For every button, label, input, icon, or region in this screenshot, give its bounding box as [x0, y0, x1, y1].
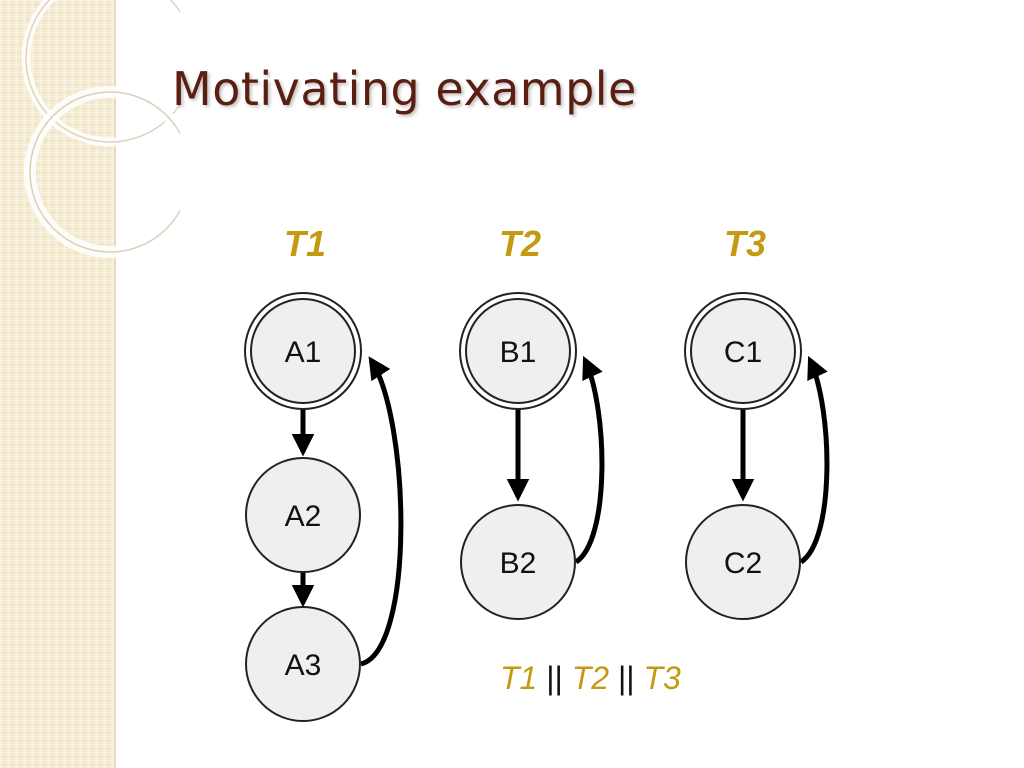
formula-term-t3: T3	[643, 660, 681, 696]
node-c1: C1	[684, 292, 802, 410]
node-label: B2	[500, 547, 537, 580]
node-label: A3	[285, 649, 322, 682]
node-label: B1	[500, 336, 537, 369]
node-b1: B1	[459, 292, 577, 410]
parallel-operator: ||	[617, 660, 635, 696]
node-c2: C2	[685, 504, 801, 620]
node-label: C2	[724, 547, 762, 580]
side-band-edge	[114, 0, 116, 768]
decorative-rings	[21, 0, 180, 258]
thread-label-t2: T2	[499, 223, 541, 264]
node-a3: A3	[245, 606, 361, 722]
node-a2: A2	[245, 457, 361, 573]
back-edge-a3-a1	[360, 356, 404, 667]
page-title: Motivating example	[172, 62, 637, 116]
formula-term-t2: T2	[571, 660, 610, 696]
thread-label-t3: T3	[724, 223, 766, 264]
parallel-operator: ||	[546, 660, 563, 696]
node-label: A1	[285, 336, 322, 369]
node-a1: A1	[244, 292, 362, 410]
node-b2: B2	[460, 504, 576, 620]
parallel-composition: T1 || T2 || T3	[500, 660, 681, 697]
node-label: A2	[285, 500, 322, 533]
formula-term-t1: T1	[500, 660, 538, 696]
node-label: C1	[724, 336, 762, 369]
thread-label-t1: T1	[284, 223, 326, 264]
back-edge-b2-b1	[574, 355, 605, 565]
back-edge-c2-c1	[799, 355, 830, 565]
